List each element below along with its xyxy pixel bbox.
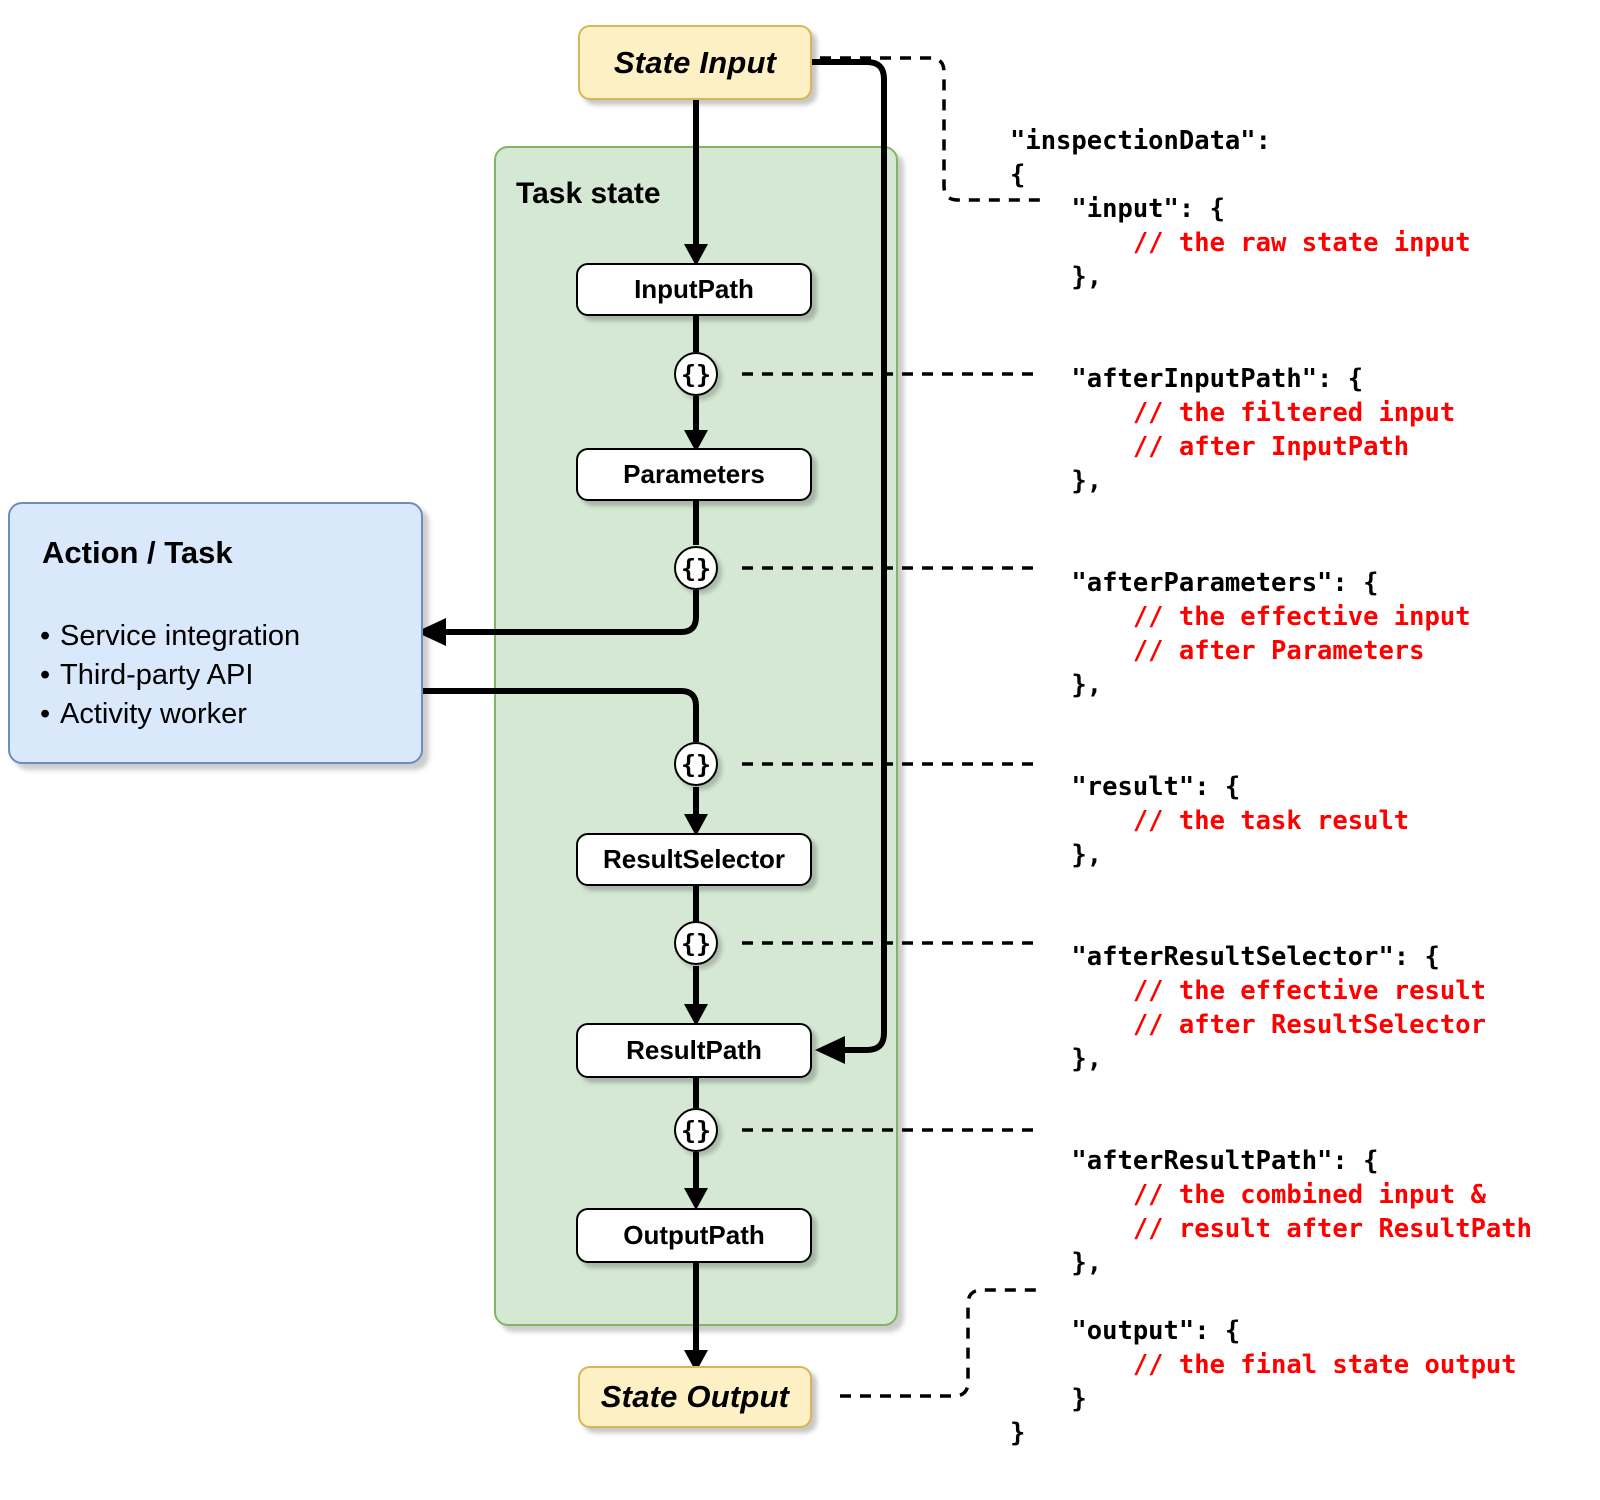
json-spacer-line (1010, 906, 1532, 940)
state-input-node[interactable]: State Input (578, 25, 812, 100)
json-spacer-line (1010, 872, 1532, 906)
json-line: // after InputPath (1010, 432, 1410, 462)
bullet-glyph: • (40, 698, 51, 730)
json-line: // the effective input (1010, 602, 1471, 632)
json-spacer-line (1010, 1280, 1532, 1314)
brace-glyph: {} (680, 1115, 712, 1145)
action-task-box[interactable] (8, 502, 423, 764)
json-line: "output": { (1010, 1316, 1241, 1346)
json-spacer-line (1010, 702, 1532, 736)
node-resultpath-label: ResultPath (626, 1035, 762, 1065)
json-line: "input": { (1010, 194, 1225, 224)
action-task-title: Action / Task (42, 535, 233, 570)
json-line: // the raw state input (1010, 228, 1471, 258)
json-line: // after Parameters (1010, 636, 1425, 666)
json-line: "inspectionData": (1010, 126, 1271, 156)
json-line: // the effective result (1010, 976, 1486, 1006)
node-parameters-label: Parameters (623, 459, 765, 489)
list-item: • Third-party API (40, 656, 300, 695)
json-line: } (1010, 1418, 1026, 1448)
json-spacer-line (1010, 498, 1532, 532)
json-line: }, (1010, 466, 1103, 496)
node-resultselector-label: ResultSelector (602, 844, 786, 874)
node-resultselector[interactable]: ResultSelector (576, 833, 812, 886)
json-spacer-line (1010, 532, 1532, 566)
brace-node-result[interactable]: {} (674, 742, 718, 786)
json-spacer-line (1010, 1076, 1532, 1110)
json-line: } (1010, 1384, 1087, 1414)
json-line: { (1010, 160, 1026, 190)
json-line: "result": { (1010, 772, 1241, 802)
brace-glyph: {} (680, 928, 712, 958)
json-line: "afterInputPath": { (1010, 364, 1364, 394)
brace-glyph: {} (680, 749, 712, 779)
state-input-label: State Input (613, 44, 777, 80)
json-line: // the task result (1010, 806, 1410, 836)
json-line: "afterResultSelector": { (1010, 942, 1440, 972)
json-line: }, (1010, 840, 1103, 870)
json-line: // result after ResultPath (1010, 1214, 1532, 1244)
inspection-data-json: "inspectionData": { "input": { // the raw… (1010, 124, 1532, 1450)
json-line: }, (1010, 670, 1103, 700)
brace-node-after-resultpath[interactable]: {} (674, 1108, 718, 1152)
json-line: }, (1010, 1248, 1103, 1278)
node-resultpath[interactable]: ResultPath (576, 1023, 812, 1078)
state-output-node[interactable]: State Output (578, 1366, 812, 1428)
bullet-glyph: • (40, 620, 51, 652)
json-spacer-line (1010, 328, 1532, 362)
node-inputpath[interactable]: InputPath (576, 263, 812, 316)
json-line: // the final state output (1010, 1350, 1517, 1380)
node-outputpath[interactable]: OutputPath (576, 1208, 812, 1263)
brace-glyph: {} (680, 359, 712, 389)
json-spacer-line (1010, 294, 1532, 328)
json-spacer-line (1010, 1110, 1532, 1144)
brace-glyph: {} (680, 553, 712, 583)
json-line: }, (1010, 1044, 1103, 1074)
list-item-label: Service integration (60, 620, 301, 652)
json-line: "afterResultPath": { (1010, 1146, 1379, 1176)
bullet-glyph: • (40, 659, 51, 691)
json-line: // the combined input & (1010, 1180, 1486, 1210)
list-item: • Service integration (40, 617, 300, 656)
state-output-label: State Output (600, 1379, 790, 1414)
json-line: // after ResultSelector (1010, 1010, 1486, 1040)
brace-node-after-resultselector[interactable]: {} (674, 921, 718, 965)
brace-node-after-inputpath[interactable]: {} (674, 352, 718, 396)
action-task-list: • Service integration • Third-party API • A… (40, 617, 300, 734)
node-parameters[interactable]: Parameters (576, 448, 812, 501)
json-line: // the filtered input (1010, 398, 1456, 428)
node-inputpath-label: InputPath (634, 274, 754, 304)
brace-node-after-parameters[interactable]: {} (674, 546, 718, 590)
list-item-label: Activity worker (60, 698, 247, 730)
json-line: }, (1010, 262, 1103, 292)
json-spacer-line (1010, 736, 1532, 770)
node-outputpath-label: OutputPath (623, 1220, 765, 1250)
list-item-label: Third-party API (60, 659, 254, 691)
task-state-label: Task state (516, 177, 661, 210)
list-item: • Activity worker (40, 695, 300, 734)
json-line: "afterParameters": { (1010, 568, 1379, 598)
